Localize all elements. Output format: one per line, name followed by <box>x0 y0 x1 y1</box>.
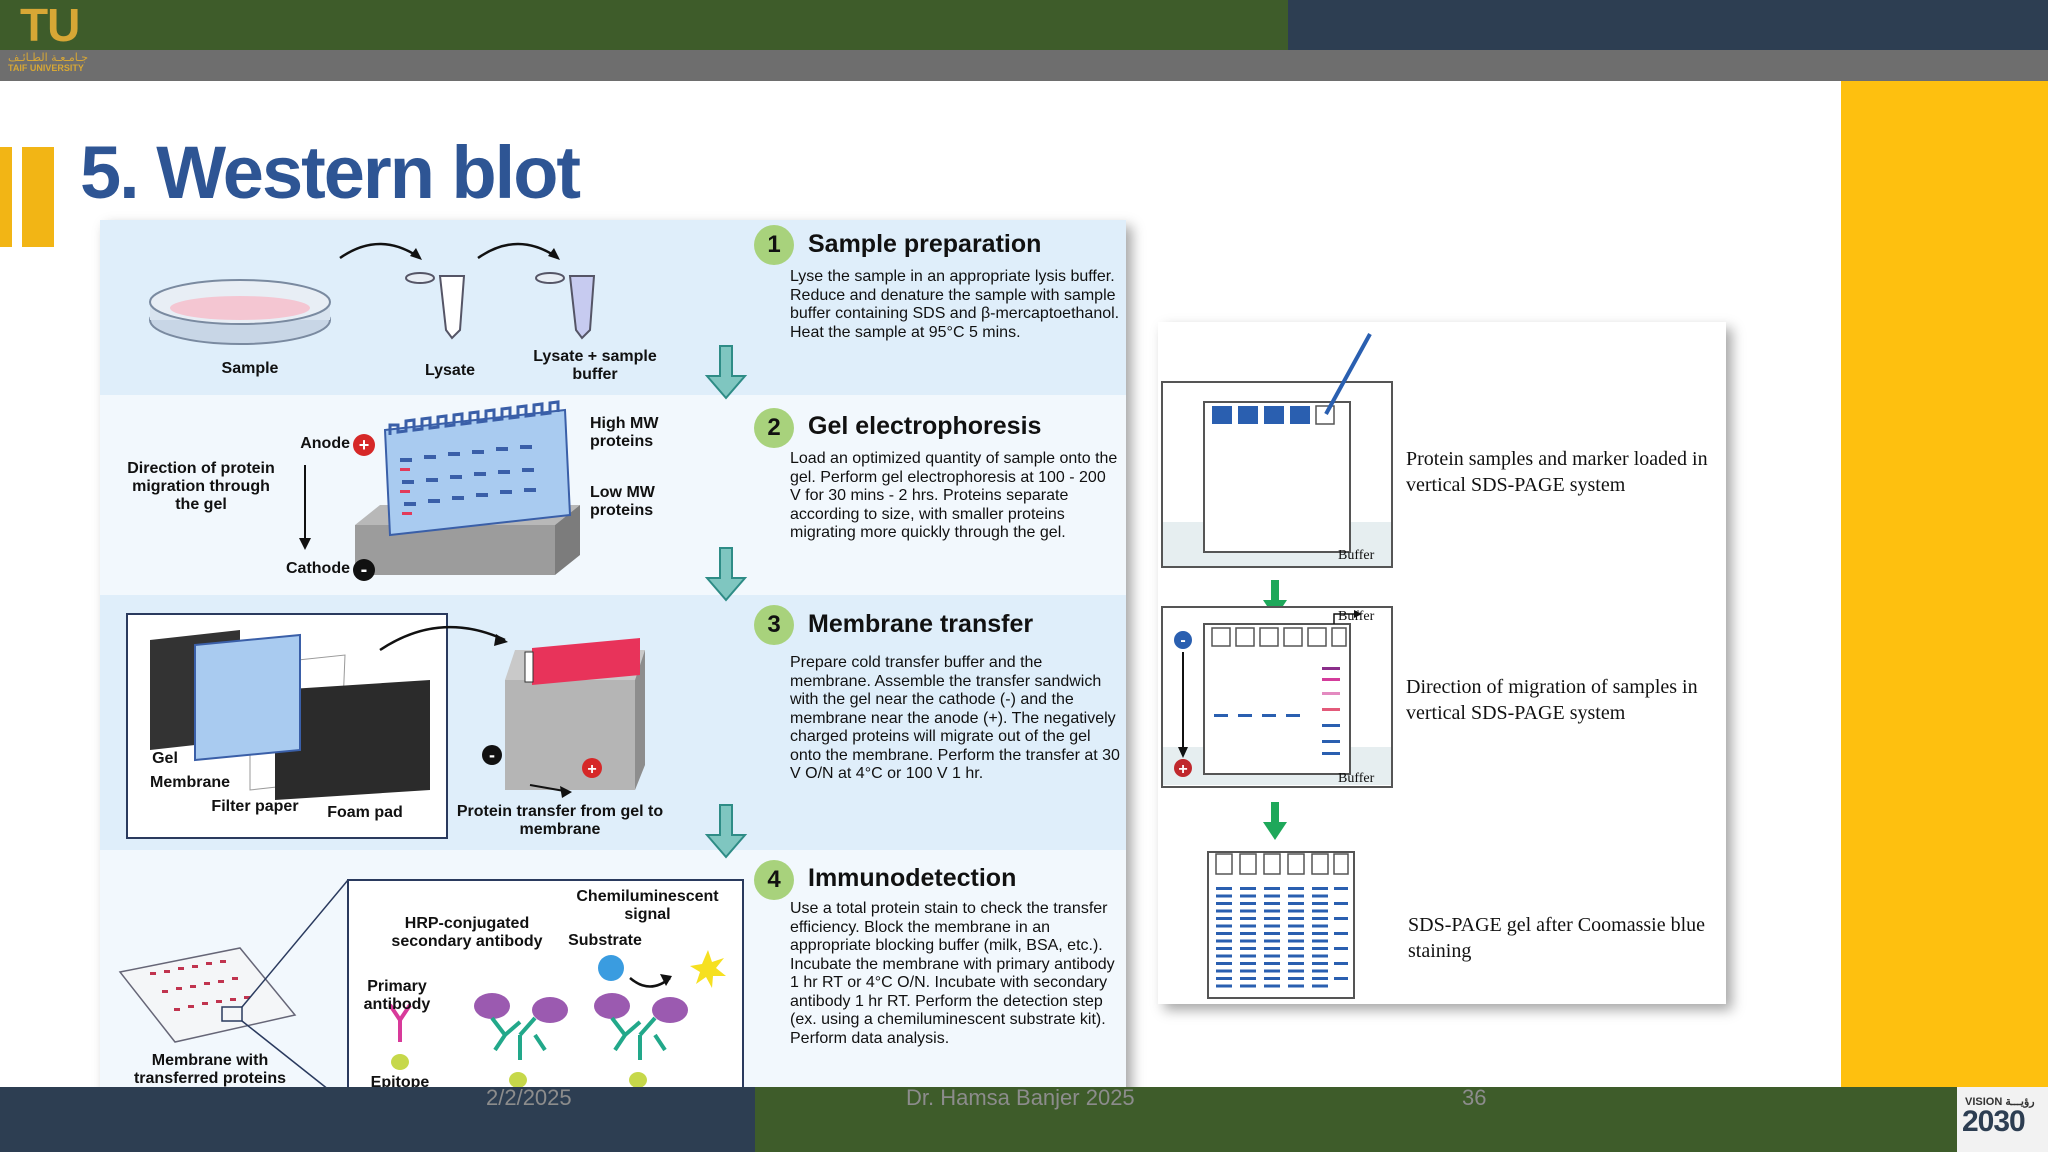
label-lysate-buffer: Lysate + sample buffer <box>533 348 657 383</box>
buffer-label-3: Buffer <box>1338 771 1375 786</box>
label-direction: Direction of protein migration through t… <box>127 460 275 513</box>
footer-date: 2/2/2025 <box>486 1085 572 1110</box>
footer-logo-area <box>1957 1087 2048 1152</box>
label-sample: Sample <box>221 360 279 377</box>
gel-block-icon <box>355 400 580 575</box>
immunodetection-box <box>347 879 744 1106</box>
buffer-tube-icon <box>535 272 596 340</box>
arrow-icon <box>379 625 506 652</box>
western-blot-figure: + - + - <box>100 220 1126 1120</box>
step-4-title: Immunodetection <box>808 864 1017 892</box>
step-1-number: 1 <box>754 225 794 265</box>
caption-loaded: Protein samples and marker loaded in ver… <box>1406 448 1708 496</box>
university-logo-arabic: جـامـعـة الطـائـف <box>8 51 89 64</box>
svg-text:+: + <box>587 761 596 778</box>
petri-dish-icon <box>149 279 331 345</box>
label-membrane-with: Membrane with transferred proteins <box>133 1052 287 1087</box>
step-3-body: Prepare cold transfer buffer and the mem… <box>790 654 1120 782</box>
down-arrow-icon <box>704 804 748 859</box>
step-3-title: Membrane transfer <box>808 610 1034 638</box>
header-navy-bar <box>1288 0 2048 50</box>
label-protein-transfer: Protein transfer from gel to membrane <box>456 803 664 838</box>
anode-plus-icon <box>353 434 375 456</box>
step-band-2 <box>100 395 1126 595</box>
label-filter-paper: Filter paper <box>211 798 299 815</box>
label-anode: Anode <box>300 435 350 452</box>
svg-text:+: + <box>359 435 370 455</box>
step-2-number: 2 <box>754 408 794 448</box>
header-gray-bar <box>0 50 2048 81</box>
caption-stained: SDS-PAGE gel after Coomassie blue staini… <box>1408 914 1706 962</box>
loaded-wells <box>1212 405 1335 425</box>
label-primary: Primary antibody <box>363 978 431 1013</box>
step-1-title: Sample preparation <box>808 230 1042 258</box>
label-membrane: Membrane <box>149 774 231 791</box>
slide-title: 5. Western blot <box>80 131 581 214</box>
pipette-icon <box>1324 333 1372 415</box>
step-3-number: 3 <box>754 605 794 645</box>
down-arrow-icon <box>704 345 748 400</box>
label-chemi: Chemiluminescent signal <box>576 888 719 923</box>
lysate-tube-icon <box>405 272 466 340</box>
sds-page-diagram: Buffer - + Buffer Buffer <box>1161 333 1393 999</box>
foam-pad-icon <box>150 630 430 800</box>
svg-text:+: + <box>1178 761 1187 778</box>
label-cathode: Cathode <box>286 560 350 577</box>
label-substrate: Substrate <box>568 932 642 949</box>
step-2-body: Load an optimized quantity of sample ont… <box>790 450 1118 541</box>
sds-page-figure: Buffer - + Buffer Buffer <box>1158 322 1726 1004</box>
step-4-body: Use a total protein stain to check the t… <box>790 900 1115 1047</box>
down-arrow-icon <box>704 547 748 602</box>
university-logo: TU <box>20 0 80 51</box>
step-1-body: Lyse the sample in an appropriate lysis … <box>790 268 1120 341</box>
figure-illustrations: + - + - <box>118 242 748 1106</box>
slide-number: 36 <box>1462 1085 1487 1110</box>
cathode-minus-icon <box>353 559 375 581</box>
label-hrp: HRP-conjugated secondary antibody <box>391 915 543 950</box>
plus-electrode-icon <box>582 758 602 778</box>
footer-author: Dr. Hamsa Banjer 2025 <box>906 1085 1135 1110</box>
label-lysate: Lysate <box>424 362 476 379</box>
vision-2030-logo-small: VISION رؤيـــة <box>1965 1096 2035 1108</box>
vision-2030-logo: 2030 <box>1962 1105 2026 1138</box>
header-green-bar <box>0 0 1288 50</box>
plus-electrode-icon <box>1174 759 1192 777</box>
substrate-icon <box>598 955 624 981</box>
title-accent-bar <box>22 147 54 247</box>
label-low-mw: Low MW proteins <box>590 484 655 519</box>
footer-green-bar <box>755 1087 1957 1152</box>
step-2-title: Gel electrophoresis <box>808 412 1042 440</box>
label-gel: Gel <box>152 750 178 767</box>
label-foam-pad: Foam pad <box>327 804 403 821</box>
arrow-icon <box>477 242 559 260</box>
minus-electrode-icon <box>1174 631 1192 649</box>
university-logo-english: TAIF UNIVERSITY <box>8 63 84 73</box>
label-high-mw: High MW proteins <box>590 415 659 450</box>
title-accent-bar <box>0 147 12 247</box>
stained-gel <box>1207 851 1355 999</box>
svg-text:-: - <box>489 745 495 765</box>
buffer-label-1: Buffer <box>1338 548 1375 563</box>
antibody-icon <box>388 993 688 1088</box>
caption-migration: Direction of migration of samples in ver… <box>1406 676 1698 724</box>
transfer-block-icon <box>505 638 645 790</box>
label-epitope: Epitope <box>370 1074 430 1091</box>
buffer-label-2: Buffer <box>1338 609 1375 624</box>
arrow-icon <box>339 242 421 260</box>
membrane-icon <box>118 947 297 1043</box>
minus-electrode-icon <box>482 745 502 765</box>
right-accent-band <box>1841 81 2048 1087</box>
svg-text:-: - <box>361 559 368 581</box>
svg-text:-: - <box>1180 632 1185 649</box>
footer-navy-bar <box>0 1087 755 1152</box>
down-arrow-icon <box>1263 822 1287 840</box>
signal-star-icon <box>690 950 726 988</box>
step-4-number: 4 <box>754 860 794 900</box>
